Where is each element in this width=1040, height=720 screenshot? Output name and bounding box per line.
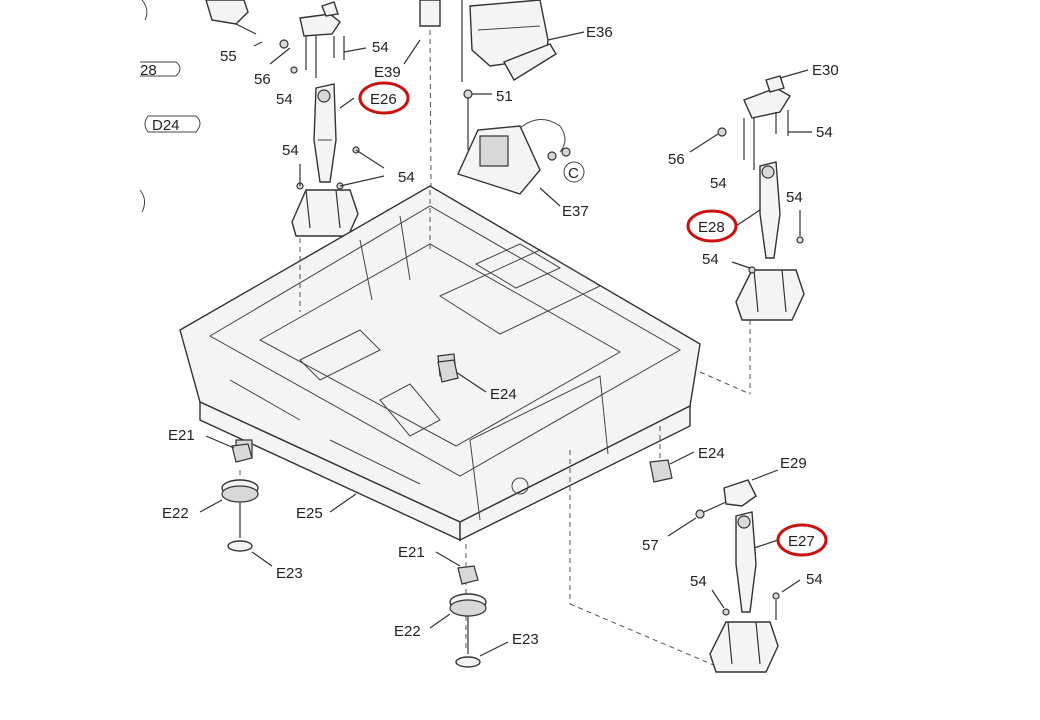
label-e30: E30 [812, 62, 839, 79]
top-center-parts [419, 0, 492, 341]
label-55: 55 [220, 48, 237, 65]
label-28: 28 [140, 62, 157, 79]
label-e22-center: E22 [394, 623, 421, 640]
label-57: 57 [642, 537, 659, 554]
label-e26: E26 [370, 91, 397, 108]
label-e22-left: E22 [162, 505, 189, 522]
label-56-right: 56 [668, 151, 685, 168]
highlight-e28 [686, 209, 738, 243]
e25-leader [329, 493, 357, 513]
left-foot-parts [199, 435, 273, 567]
label-54-b: 54 [276, 91, 293, 108]
part-labels: E26 E28 E27 E30 E36 E37 E39 E29 E25 E24 … [162, 24, 839, 648]
left-edge-callouts: 28 D24 [139, 0, 201, 213]
label-54-d: 54 [398, 169, 415, 186]
highlight-e27 [776, 523, 828, 557]
e27-leader [753, 539, 779, 549]
e39-leader [403, 39, 421, 65]
label-e24-center: E24 [490, 386, 517, 403]
label-54-i: 54 [690, 573, 707, 590]
highlight-e26 [358, 81, 410, 115]
base-frame [179, 185, 701, 542]
label-e39: E39 [374, 64, 401, 81]
label-d24: D24 [152, 117, 180, 134]
label-e29: E29 [780, 455, 807, 472]
e28-damper-assembly [689, 69, 812, 321]
label-e25: E25 [296, 505, 323, 522]
assembly-lines [239, 190, 751, 673]
e27-damper-assembly [667, 469, 801, 673]
e37-transformer [457, 119, 585, 207]
label-e21-left: E21 [168, 427, 195, 444]
label-e36: E36 [586, 24, 613, 41]
label-54-f: 54 [710, 175, 727, 192]
label-54-g: 54 [786, 189, 803, 206]
center-foot-parts [429, 551, 509, 668]
label-e21-center: E21 [398, 544, 425, 561]
label-54-h: 54 [702, 251, 719, 268]
label-e23-center: E23 [512, 631, 539, 648]
label-e37: E37 [562, 203, 589, 220]
label-e27: E27 [788, 533, 815, 550]
label-54-a: 54 [372, 39, 389, 56]
label-e28: E28 [698, 219, 725, 236]
e24-feet [437, 359, 695, 483]
top-left-hardware [205, 0, 367, 78]
e28-leader [735, 209, 761, 227]
label-54-c: 54 [282, 142, 299, 159]
label-e24-right: E24 [698, 445, 725, 462]
e26-leader [339, 97, 355, 109]
n55-leader [253, 41, 263, 47]
e26-damper-assembly [291, 83, 385, 237]
label-c: C [568, 165, 579, 182]
label-54-j: 54 [806, 571, 823, 588]
label-56-left: 56 [254, 71, 271, 88]
label-51: 51 [496, 88, 513, 105]
label-e23-left: E23 [276, 565, 303, 582]
e36-component [469, 0, 585, 81]
label-54-e: 54 [816, 124, 833, 141]
